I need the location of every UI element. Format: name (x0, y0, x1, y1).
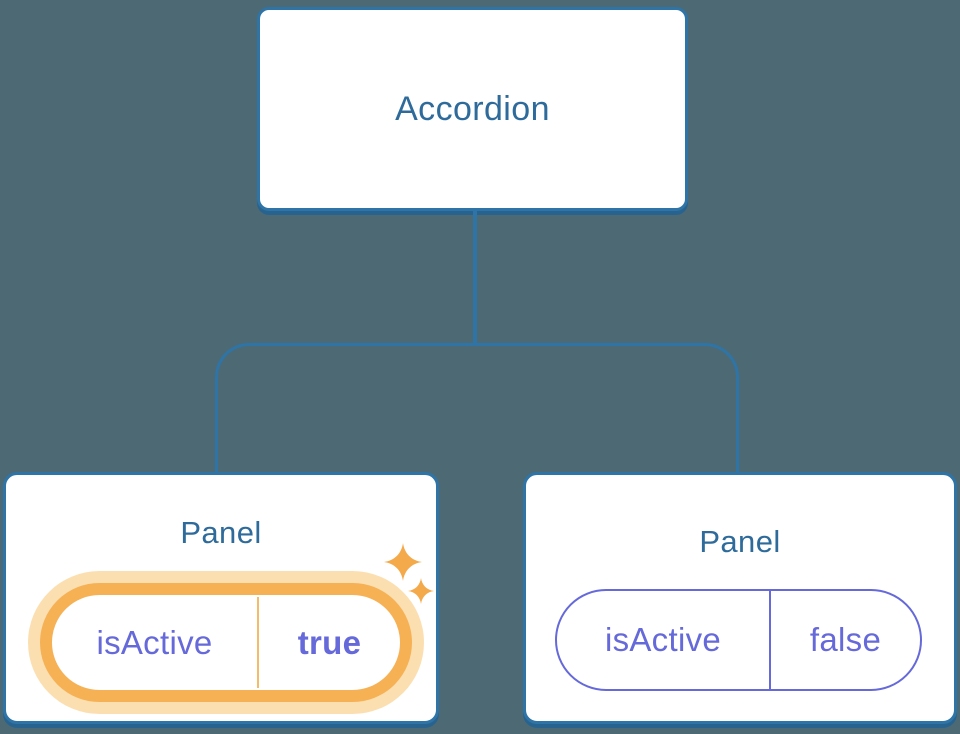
panel-node-inactive: Panel isActive false (523, 472, 957, 724)
state-pill-active: isActive true (40, 583, 412, 702)
state-key-label: isActive (604, 621, 722, 658)
accordion-node: Accordion (257, 7, 688, 211)
pill-divider (257, 597, 259, 688)
accordion-node-label: Accordion (395, 89, 550, 128)
panel-node-active: Panel isActive true (3, 472, 439, 724)
sparkle-icon-small (408, 578, 434, 604)
sparkle-icon-large (384, 543, 422, 581)
pill-divider (769, 591, 771, 689)
panel-title: Panel (699, 524, 781, 559)
connector-branch-line (215, 343, 739, 473)
state-key-label: isActive (96, 623, 213, 661)
state-pill-inactive: isActive false (555, 589, 922, 691)
state-value-label: false (809, 621, 882, 658)
panel-title: Panel (180, 515, 262, 550)
connector-stem-line (473, 210, 477, 344)
state-value-label: true (297, 623, 362, 661)
